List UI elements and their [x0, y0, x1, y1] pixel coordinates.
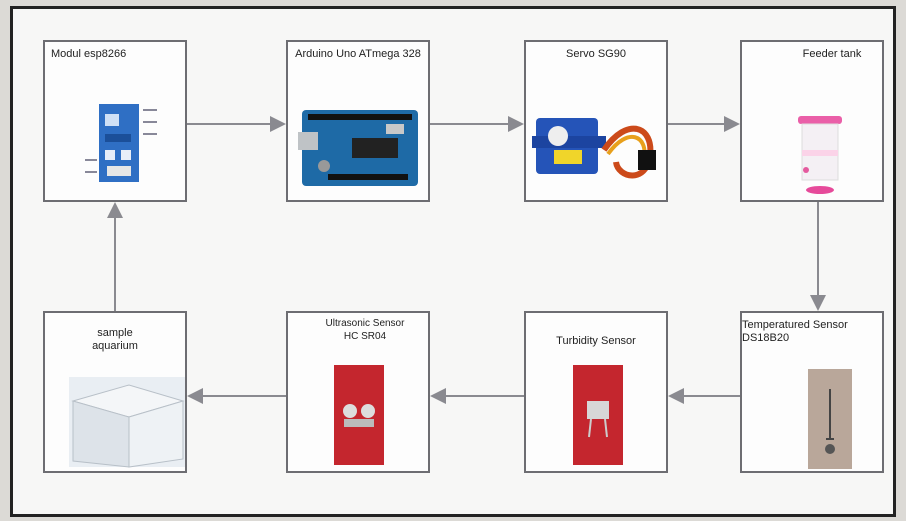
connector-layer — [13, 9, 893, 514]
diagram-frame: Modul esp8266 Arduino Uno ATmega 328 — [10, 6, 896, 517]
